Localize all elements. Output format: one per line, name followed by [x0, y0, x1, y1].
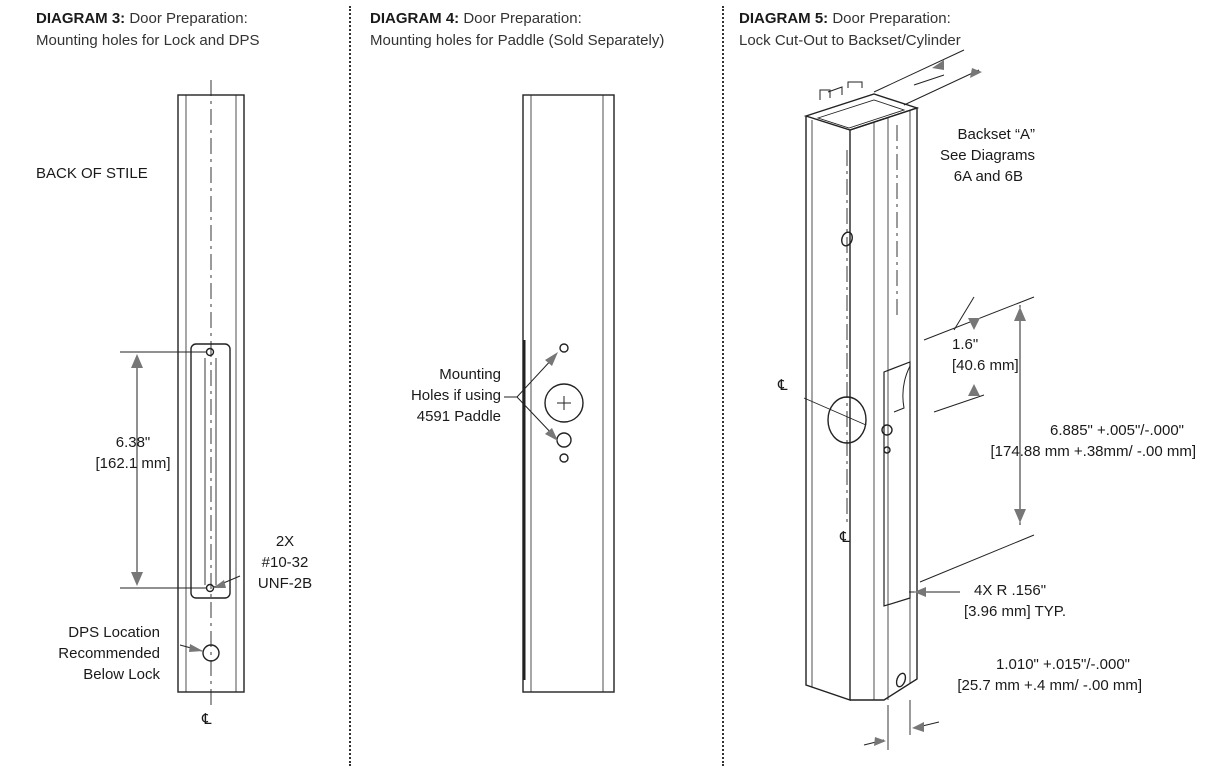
separator-1 [349, 6, 351, 766]
dps-line-2: Recommended [58, 645, 160, 662]
backset-line-2: See Diagrams [939, 147, 1035, 164]
dimension-6-38-mm: [162.1 mm] [95, 455, 171, 472]
mount-holes-label: 2X #10-32 UNF-2B [244, 531, 326, 594]
radius-inch: 4X R .156" [974, 582, 1047, 599]
diagram-5-header: DIAGRAM 5: Door Preparation: Lock Cut-Ou… [739, 8, 961, 52]
dps-line-3: Below Lock [83, 666, 160, 683]
mounting-line-2: Holes if using [410, 387, 501, 404]
dimension-6-38-label: 6.38" [162.1 mm] [83, 432, 183, 474]
dimension-6-885-inch: 6.885" +.005"/-.000" [1050, 422, 1184, 439]
centerline-symbol: ℄ [202, 710, 212, 728]
diagram-3-drawing [120, 80, 245, 710]
mount-hole-top [205, 347, 215, 357]
dps-hole [202, 644, 220, 662]
dimension-6-885-label: 6.885" +.005"/-.000" [174.88 mm +.38mm/ … [934, 420, 1196, 462]
radius-mm: [3.96 mm] TYP. [964, 603, 1066, 620]
dimension-1-6-mm: [40.6 mm] [952, 357, 1019, 374]
mounting-holes-label: Mounting Holes if using 4591 Paddle [361, 364, 501, 427]
stile-outline [522, 94, 615, 693]
dps-location-label: DPS Location Recommended Below Lock [20, 622, 160, 685]
lock-slot [190, 343, 231, 599]
lock-cutout [883, 361, 911, 607]
dimension-6-885-mm: [174.88 mm +.38mm/ -.00 mm] [990, 443, 1196, 460]
centerline-symbol-left: ℄ [778, 376, 788, 394]
separator-2 [722, 6, 724, 766]
backset-line-3: 6A and 6B [953, 168, 1023, 185]
centerline-symbol-bottom: ℄ [840, 528, 850, 546]
dimension-6-38-inch: 6.38" [115, 434, 151, 451]
mount-holes-spec: UNF-2B [257, 575, 313, 592]
diagram-4-panel: DIAGRAM 4: Door Preparation: Mounting ho… [351, 0, 721, 769]
diagram-3-subtitle: Mounting holes for Lock and DPS [36, 32, 260, 49]
diagram-4-drawing [504, 94, 615, 693]
paddle-hole-top [559, 343, 569, 353]
backset-label: Backset “A” See Diagrams 6A and 6B [914, 124, 1035, 187]
dps-line-1: DPS Location [68, 624, 160, 641]
dimension-1-010-mm: [25.7 mm +.4 mm/ -.00 mm] [957, 677, 1142, 694]
diagram-3-title: Door Preparation: [129, 10, 248, 27]
mount-holes-thread: #10-32 [261, 554, 309, 571]
diagram-4-subtitle: Mounting holes for Paddle (Sold Separate… [370, 32, 665, 49]
dimension-1-010-label: 1.010" +.015"/-.000" [25.7 mm +.4 mm/ -.… [902, 654, 1142, 696]
diagram-5-panel: DIAGRAM 5: Door Preparation: Lock Cut-Ou… [724, 0, 1228, 769]
diagram-5-title-bold: DIAGRAM 5: [739, 10, 829, 27]
paddle-hole-mid [556, 432, 572, 448]
diagram-4-title: Door Preparation: [463, 10, 582, 27]
diagram-4-header: DIAGRAM 4: Door Preparation: Mounting ho… [370, 8, 664, 52]
mount-hole-bottom [205, 583, 215, 593]
mount-holes-count: 2X [275, 533, 295, 550]
dimension-1-6-inch: 1.6" [952, 336, 979, 353]
diagram-3-title-bold: DIAGRAM 3: [36, 10, 126, 27]
diagram-3-panel: DIAGRAM 3: Door Preparation: Mounting ho… [0, 0, 350, 769]
stile-top [803, 93, 920, 131]
dimension-1-010-inch: 1.010" +.015"/-.000" [996, 656, 1130, 673]
paddle-cylinder-hole [544, 383, 584, 423]
paddle-hole-bottom [559, 453, 569, 463]
back-of-stile-label: BACK OF STILE [36, 165, 148, 182]
diagram-4-title-bold: DIAGRAM 4: [370, 10, 460, 27]
diagram-5-subtitle: Lock Cut-Out to Backset/Cylinder [739, 32, 961, 49]
mounting-line-1: Mounting [439, 366, 501, 383]
dimension-1-6-label: 1.6" [40.6 mm] [952, 334, 1019, 376]
diagram-3-header: DIAGRAM 3: Door Preparation: Mounting ho… [36, 8, 259, 52]
radius-label: 4X R .156" [3.96 mm] TYP. [964, 580, 1066, 622]
diagram-5-drawing [803, 49, 1035, 750]
diagram-5-title: Door Preparation: [832, 10, 951, 27]
mounting-line-3: 4591 Paddle [416, 408, 501, 425]
backset-line-1: Backset “A” [957, 126, 1035, 143]
